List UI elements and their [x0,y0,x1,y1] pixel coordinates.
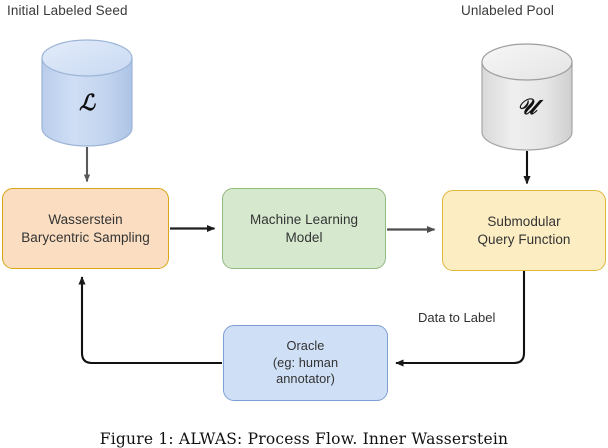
script-u-icon: 𝒰 [517,94,537,120]
node-sqf-line1: Submodular [487,213,561,229]
figure-caption: Figure 1: ALWAS: Process Flow. Inner Was… [99,430,509,448]
datastore-labeled-seed [41,39,133,147]
edge-label-data-to-label: Data to Label [418,310,496,325]
node-ml-line1: Machine Learning [249,211,359,227]
node-wbs-line2: Barycentric Sampling [21,229,150,245]
node-oracle-line3: annotator) [276,371,335,387]
node-sqf-line2: Query Function [477,231,571,247]
datastore-unlabeled-pool [481,43,573,151]
cylinder-glyph-wrap-unlabeled-pool: 𝒰 [482,94,572,134]
edge-query-to-oracle [395,271,526,367]
node-oracle-line1: Oracle [286,337,325,353]
node-ml-line2: Model [285,229,323,245]
script-l-icon: ℒ [79,90,95,116]
cylinder-glyph-wrap-labeled-seed: ℒ [42,90,132,130]
edge-oracle-to-sampling [78,276,222,365]
node-oracle-line2: (eg: human [272,354,339,370]
node-wasserstein-barycentric-sampling[interactable]: Wasserstein Barycentric Sampling [2,188,169,269]
cylinder-top-labeled-seed [41,39,133,77]
node-wbs-line1: Wasserstein [48,211,123,227]
cylinder-body-unlabeled-pool [481,61,573,151]
node-oracle[interactable]: Oracle (eg: human annotator) [223,325,388,401]
node-machine-learning-model[interactable]: Machine Learning Model [222,188,386,269]
datastore-label-unlabeled-pool: Unlabeled Pool [461,3,554,18]
cylinder-body-labeled-seed [41,57,133,147]
node-submodular-query-function[interactable]: Submodular Query Function [442,190,606,271]
datastore-label-labeled-seed: Initial Labeled Seed [7,3,128,18]
cylinder-top-unlabeled-pool [481,43,573,81]
